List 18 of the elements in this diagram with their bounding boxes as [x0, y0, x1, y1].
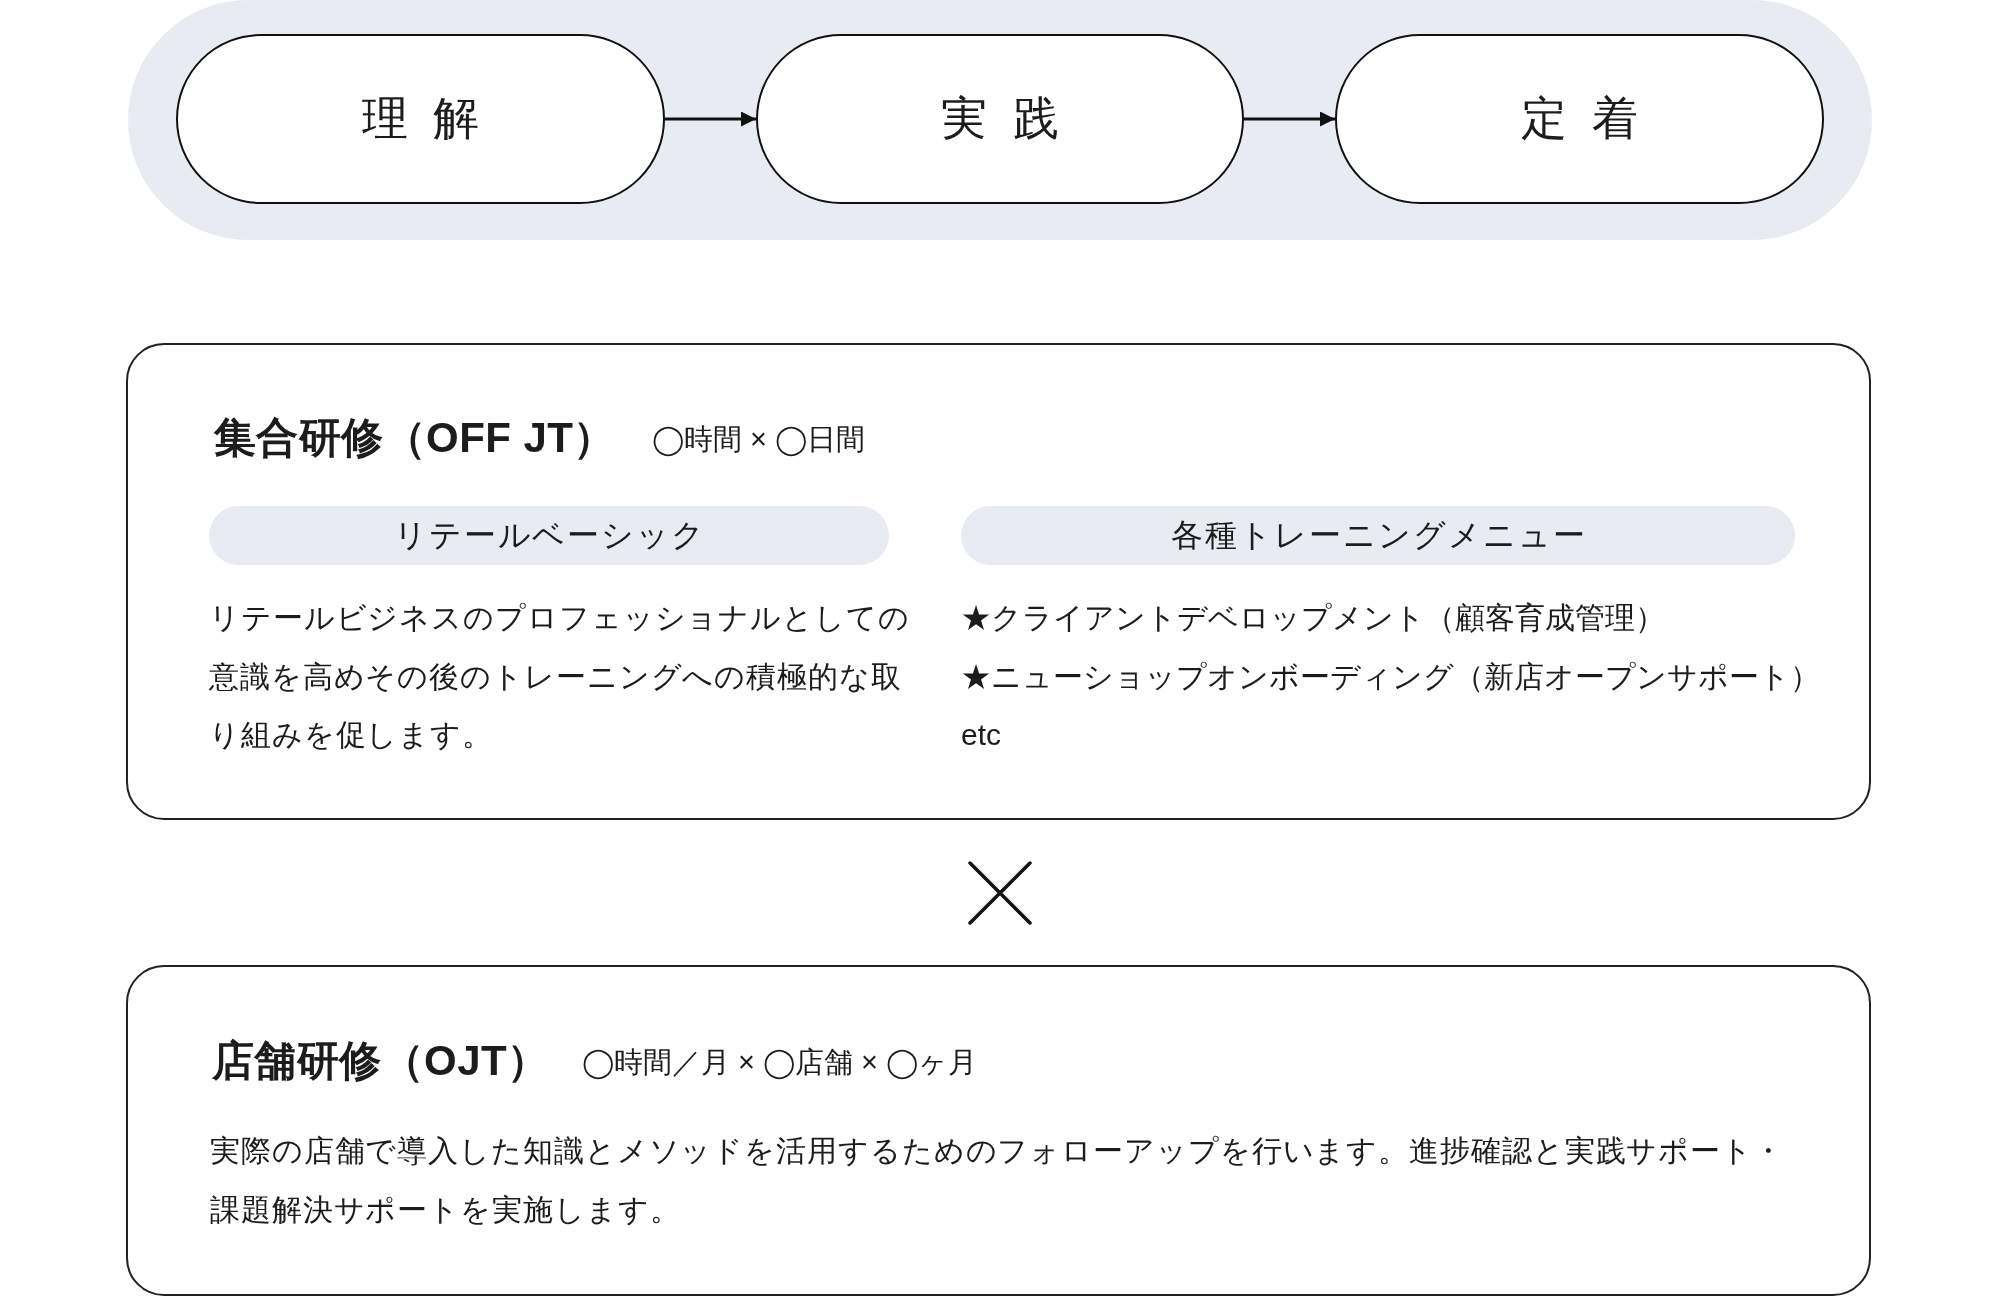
- description-text: 実際の店舗で導入した知識とメソッドを活用するためのフォローアップを行います。進捗確認と実践サポート・課題解決サポートを実施します。: [210, 1133, 1785, 1228]
- arrow: [1244, 111, 1335, 127]
- section-heading: 店舗研修（OJT）: [212, 1036, 550, 1086]
- step-pill: 理解: [176, 34, 665, 204]
- description-text: リテールビジネスのプロフェッショナルとしての意識を高めその後のトレーニングへの積極的な取り組みを促します。: [209, 600, 911, 754]
- category-pill: リテールベーシック: [209, 506, 889, 565]
- rounded-panel: [126, 965, 1871, 1296]
- arrow: [665, 111, 756, 127]
- section-heading: 集合研修（OFF JT）: [214, 413, 616, 463]
- step-pill: 定着: [1335, 34, 1824, 204]
- list-item: ★クライアントデベロップメント（顧客育成管理）: [961, 600, 1665, 636]
- rounded-panel: [126, 343, 1871, 820]
- duration-text: ◯時間 × ◯日間: [652, 422, 866, 459]
- duration-text: ◯時間／月 × ◯店舗 × ◯ヶ月: [582, 1045, 978, 1082]
- list-item: ★ニューショップオンボーディング（新店オープンサポート）: [961, 658, 1820, 695]
- step-pill: 実践: [756, 34, 1244, 204]
- list-item: etc: [961, 717, 1002, 754]
- category-pill: 各種トレーニングメニュー: [961, 506, 1795, 565]
